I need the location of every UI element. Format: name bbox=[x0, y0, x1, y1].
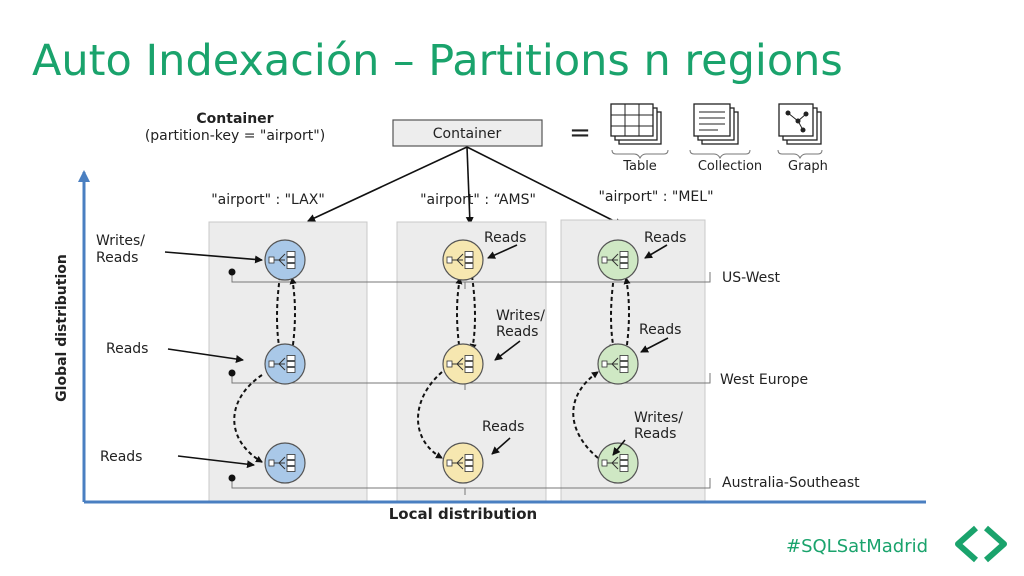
annotation-mel-west-europe: Reads bbox=[639, 322, 681, 338]
region-label-us-west: US-West bbox=[722, 270, 781, 286]
arrow-to-lax bbox=[307, 146, 468, 222]
region-line-us-west bbox=[231, 272, 711, 289]
event-hashtag: #SQLSatMadrid bbox=[786, 536, 929, 557]
container-box: Container bbox=[392, 119, 543, 147]
annotation-mel-us-west: Reads bbox=[644, 230, 686, 246]
replica-node-ams-2 bbox=[442, 343, 484, 385]
container-caption: Container bbox=[196, 111, 273, 127]
replica-node-ams-3 bbox=[442, 442, 484, 484]
replica-node-lax-3 bbox=[264, 442, 306, 484]
container-box-label: Container bbox=[433, 126, 502, 142]
slide-title: Auto Indexación – Partitions n regions bbox=[32, 36, 843, 86]
annotation-lax-west-europe: Reads bbox=[106, 341, 148, 357]
region-line-australia-southeast bbox=[231, 478, 711, 495]
annotation-mel-australia-1: Writes/ bbox=[634, 410, 683, 426]
arrow-to-mel bbox=[466, 146, 623, 226]
annotation-ams-west-europe-1: Writes/ bbox=[496, 308, 545, 324]
replica-node-mel-1 bbox=[597, 239, 639, 281]
x-axis-label: Local distribution bbox=[389, 505, 537, 523]
replica-node-lax-1 bbox=[264, 239, 306, 281]
model-label-collection: Collection bbox=[698, 159, 762, 174]
annotation-lax-us-west-1: Writes/ bbox=[96, 233, 145, 249]
partition-key-mel: "airport" : "MEL" bbox=[598, 189, 713, 205]
annotation-ams-us-west: Reads bbox=[484, 230, 526, 246]
annotation-arrows bbox=[164, 244, 669, 469]
annotation-mel-australia-2: Reads bbox=[634, 426, 676, 442]
model-label-graph: Graph bbox=[788, 159, 828, 174]
table-icon bbox=[610, 103, 662, 145]
region-label-west-europe: West Europe bbox=[720, 372, 808, 388]
sqlsaturday-logo-icon bbox=[955, 525, 1007, 563]
partition-key-lax: "airport" : "LAX" bbox=[211, 192, 325, 208]
y-axis-label: Global distribution bbox=[54, 254, 70, 402]
region-label-australia-southeast: Australia-Southeast bbox=[722, 475, 860, 491]
graph-icon bbox=[778, 103, 822, 145]
collection-icon bbox=[693, 103, 739, 145]
replica-node-mel-3 bbox=[597, 442, 639, 484]
replication-mel bbox=[572, 275, 631, 459]
replication-lax bbox=[233, 275, 297, 463]
replica-node-lax-2 bbox=[264, 343, 306, 385]
model-label-table: Table bbox=[622, 159, 657, 174]
annotation-lax-australia: Reads bbox=[100, 449, 142, 465]
annotation-ams-australia: Reads bbox=[482, 419, 524, 435]
replica-node-mel-2 bbox=[597, 343, 639, 385]
replica-node-ams-1 bbox=[442, 239, 484, 281]
partition-key-ams: "airport" : “AMS" bbox=[420, 192, 536, 208]
annotation-lax-us-west-2: Reads bbox=[96, 250, 138, 266]
annotation-ams-west-europe-2: Reads bbox=[496, 324, 538, 340]
arrow-to-ams bbox=[465, 146, 474, 225]
equals-sign: = bbox=[569, 118, 591, 148]
container-partition-key: (partition-key = "airport") bbox=[145, 128, 325, 144]
